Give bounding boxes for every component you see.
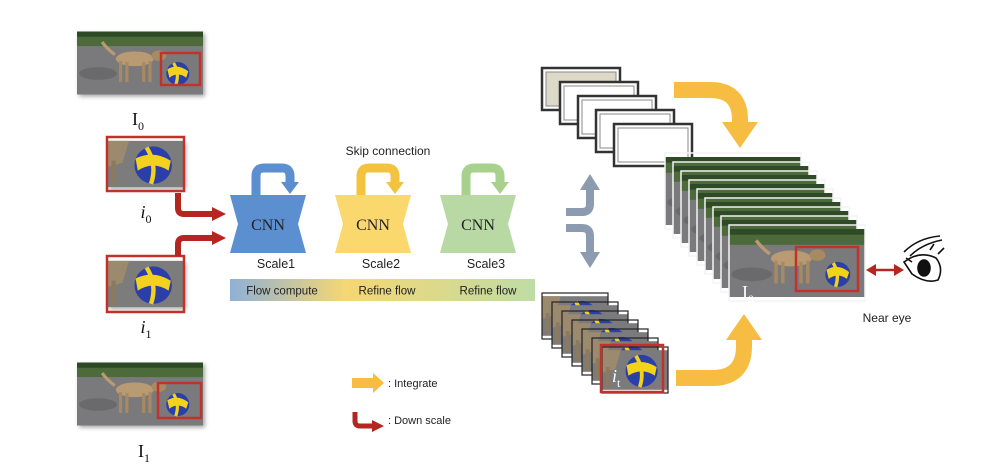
frame-I1 bbox=[77, 360, 203, 428]
skip-connection-loop-3 bbox=[461, 163, 505, 196]
patch-i0 bbox=[107, 141, 184, 187]
patch-i1 bbox=[107, 261, 184, 307]
scale-label-3: Scale3 bbox=[467, 257, 505, 271]
cnn-block-1: CNN Scale1 bbox=[230, 163, 306, 271]
cnn-body-2 bbox=[335, 195, 411, 253]
downscale-arrowhead-i1 bbox=[212, 231, 226, 245]
scale-label-1: Scale1 bbox=[257, 257, 295, 271]
downscale-arrow-i1 bbox=[175, 235, 214, 256]
legend-integrate-label: : Integrate bbox=[388, 378, 438, 390]
frame-I0-roi-box bbox=[159, 51, 202, 87]
cnn-label-1: CNN bbox=[251, 217, 285, 234]
frame-I1-label: I1 bbox=[138, 441, 150, 465]
near-eye-connector-right-head bbox=[894, 264, 904, 276]
integrate-arrow-top-head bbox=[722, 122, 758, 148]
bar-label-flow-compute: Flow compute bbox=[246, 286, 318, 298]
legend-downscale-arrowhead bbox=[372, 420, 384, 432]
split-arrow-up bbox=[566, 190, 594, 216]
flow-frame-inner bbox=[617, 127, 689, 163]
cnn-label-3: CNN bbox=[461, 217, 495, 234]
split-arrow-down bbox=[566, 224, 594, 252]
legend-integrate-arrowhead bbox=[373, 373, 384, 393]
cnn-block-3: CNN Scale3 bbox=[440, 163, 516, 271]
bar-label-refine-1: Refine flow bbox=[359, 286, 417, 298]
skip-connection-arrowhead-1 bbox=[281, 182, 299, 194]
skip-connection-label: Skip connection bbox=[346, 144, 431, 158]
integrate-arrow-top bbox=[674, 82, 748, 124]
legend: : Integrate : Down scale bbox=[352, 373, 451, 432]
downscale-arrow-i0 bbox=[175, 193, 214, 217]
cnn-body-1 bbox=[230, 195, 306, 253]
skip-connection-arrowhead-2 bbox=[386, 182, 404, 194]
frame-I1-roi-box bbox=[156, 381, 203, 420]
near-eye-connector-left-head bbox=[866, 264, 876, 276]
output-frame-label: I0 bbox=[742, 282, 754, 306]
skip-connection-arrowhead-3 bbox=[491, 182, 509, 194]
cnn-block-2: CNN Scale2 bbox=[335, 163, 411, 271]
output-frame-stack bbox=[664, 152, 866, 302]
cnn-blocks: CNN Scale1 CNN Scale2 CNN Scale3 bbox=[230, 163, 516, 271]
legend-downscale-label: : Down scale bbox=[388, 415, 451, 427]
cnn-body-3 bbox=[440, 195, 516, 253]
skip-connection-loop-1 bbox=[251, 163, 295, 196]
integrate-arrow-bottom-head bbox=[726, 314, 762, 340]
patch-i1-label: i1 bbox=[140, 317, 151, 341]
output-frame-border bbox=[728, 224, 866, 302]
near-eye-label: Near eye bbox=[863, 311, 912, 325]
patch-i0-label: i0 bbox=[140, 202, 151, 226]
bar-label-refine-2: Refine flow bbox=[460, 286, 518, 298]
skip-connection-loop-2 bbox=[356, 163, 400, 196]
patch-i0-box bbox=[105, 135, 186, 193]
cnn-label-2: CNN bbox=[356, 217, 390, 234]
frame-I0-label: I0 bbox=[132, 109, 144, 133]
refinement-bar bbox=[230, 279, 535, 301]
patch-stack-front-box bbox=[599, 343, 665, 394]
legend-downscale-arrow-body bbox=[352, 412, 374, 429]
eye-icon bbox=[902, 235, 945, 282]
split-arrow-up-head bbox=[580, 174, 600, 190]
integrate-arrow-bottom bbox=[676, 338, 752, 386]
split-arrow-down-head bbox=[580, 252, 600, 268]
output-roi-box bbox=[794, 245, 860, 293]
patch-stack bbox=[541, 292, 669, 394]
scale-label-2: Scale2 bbox=[362, 257, 400, 271]
flow-stack bbox=[540, 66, 694, 168]
patch-stack-label: it bbox=[612, 366, 621, 390]
legend-integrate-arrow-body bbox=[352, 378, 374, 388]
downscale-arrowhead-i0 bbox=[212, 207, 226, 221]
patch-i1-box bbox=[105, 254, 186, 314]
